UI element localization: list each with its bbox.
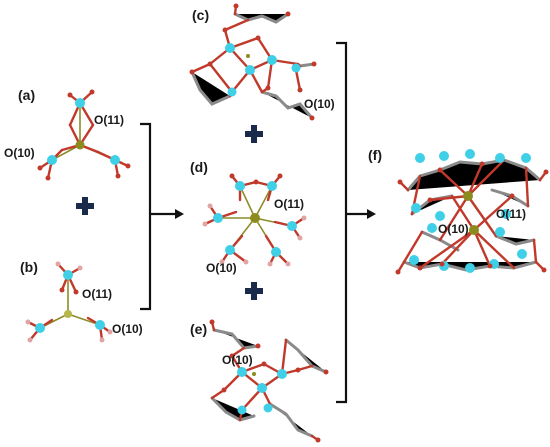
atom-label-a-o10: O(10): [4, 146, 35, 160]
atom-label-b-o11: O(11): [82, 287, 112, 301]
panel-e-structure: [209, 319, 329, 443]
plus-sign-ab: [76, 197, 94, 215]
panel-d-structure: [202, 173, 307, 267]
right-bracket: [336, 41, 348, 404]
panel-label-e: (e): [190, 321, 207, 337]
atom-label-a-o11: O(11): [94, 113, 124, 127]
atom-label-b-o10: O(10): [112, 322, 143, 336]
arrow-to-middle: [150, 209, 184, 219]
panel-a-structure: [37, 89, 131, 181]
plus-sign-de: [245, 282, 263, 300]
atom-label-f-o11: O(11): [496, 207, 526, 221]
panel-label-d: (d): [190, 159, 208, 175]
atom-label-d-o11: O(11): [274, 197, 304, 211]
panel-label-c: (c): [192, 7, 209, 23]
panel-b-structure: [25, 261, 113, 343]
panel-label-f: (f): [368, 147, 382, 163]
atom-label-e-o10: O(10): [222, 353, 253, 367]
panel-c-structure: [189, 3, 317, 121]
left-bracket: [140, 122, 152, 311]
panel-f-structure: [395, 149, 549, 275]
arrow-to-f: [346, 209, 376, 219]
atom-label-f-o10: O(10): [438, 222, 469, 236]
panel-label-a: (a): [18, 87, 35, 103]
panel-label-b: (b): [20, 259, 38, 275]
plus-sign-cd: [245, 125, 263, 143]
atom-label-c-o10: O(10): [304, 97, 335, 111]
atom-label-d-o10: O(10): [206, 261, 237, 275]
